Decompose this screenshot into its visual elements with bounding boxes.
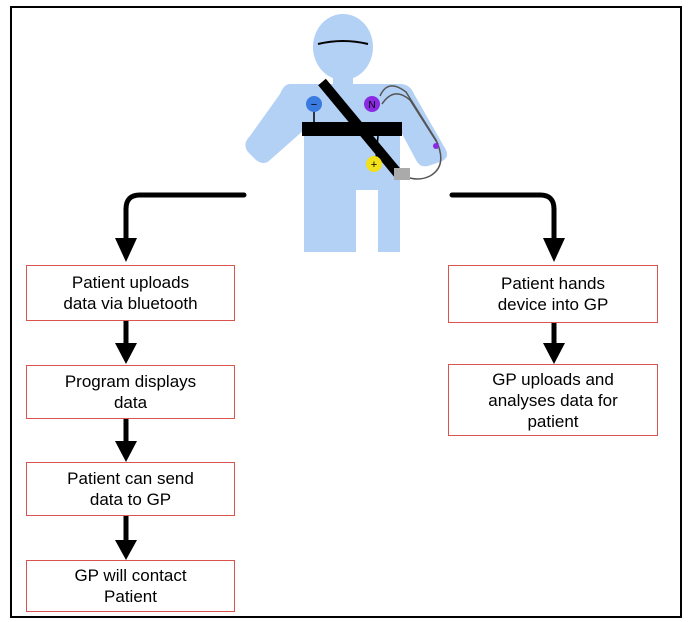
arrowhead-left-2 <box>115 343 137 364</box>
left-step-4-label: GP will contact Patient <box>74 566 187 606</box>
arrowhead-right-branch <box>543 238 565 262</box>
right-step-2-label: GP uploads and analyses data for patient <box>488 369 618 431</box>
shoulder-strap <box>318 78 404 180</box>
flow-arrows <box>123 192 557 545</box>
head <box>313 14 373 80</box>
headband <box>317 40 369 45</box>
left-step-2-box: Program displays data <box>26 365 235 419</box>
device-wire-2 <box>381 93 439 145</box>
right-step-1-box: Patient hands device into GP <box>448 265 658 323</box>
arrow-to-right-branch <box>449 192 557 243</box>
electrode-right: N <box>364 96 380 112</box>
right-step-2-box: GP uploads and analyses data for patient <box>448 364 658 436</box>
electrode-clip-icon <box>433 143 439 149</box>
arrowhead-left-branch <box>115 238 137 262</box>
arrow-to-left-branch <box>123 192 247 243</box>
diagram-frame <box>10 6 682 618</box>
left-step-1-label: Patient uploads data via bluetooth <box>63 273 198 313</box>
electrode-left: − <box>306 96 322 112</box>
electrode-bottom: + <box>366 156 382 172</box>
device-wire <box>379 85 442 180</box>
monitor-device <box>394 168 410 180</box>
svg-text:−: − <box>311 99 317 111</box>
arrowhead-left-4 <box>115 540 137 560</box>
left-step-3-box: Patient can send data to GP <box>26 462 235 516</box>
svg-text:N: N <box>368 100 375 111</box>
neck <box>333 72 353 86</box>
left-step-2-label: Program displays data <box>64 372 197 412</box>
svg-text:+: + <box>371 159 377 171</box>
arrowheads <box>115 238 565 560</box>
chest-strap <box>302 122 402 136</box>
arrowhead-right-2 <box>543 343 565 364</box>
left-step-4-box: GP will contact Patient <box>26 560 235 612</box>
left-step-1-box: Patient uploads data via bluetooth <box>26 265 235 321</box>
right-step-1-label: Patient hands device into GP <box>497 274 609 314</box>
left-step-3-label: Patient can send data to GP <box>67 469 194 509</box>
electrode-wire-bottom <box>375 135 379 159</box>
arrowhead-left-3 <box>115 441 137 462</box>
